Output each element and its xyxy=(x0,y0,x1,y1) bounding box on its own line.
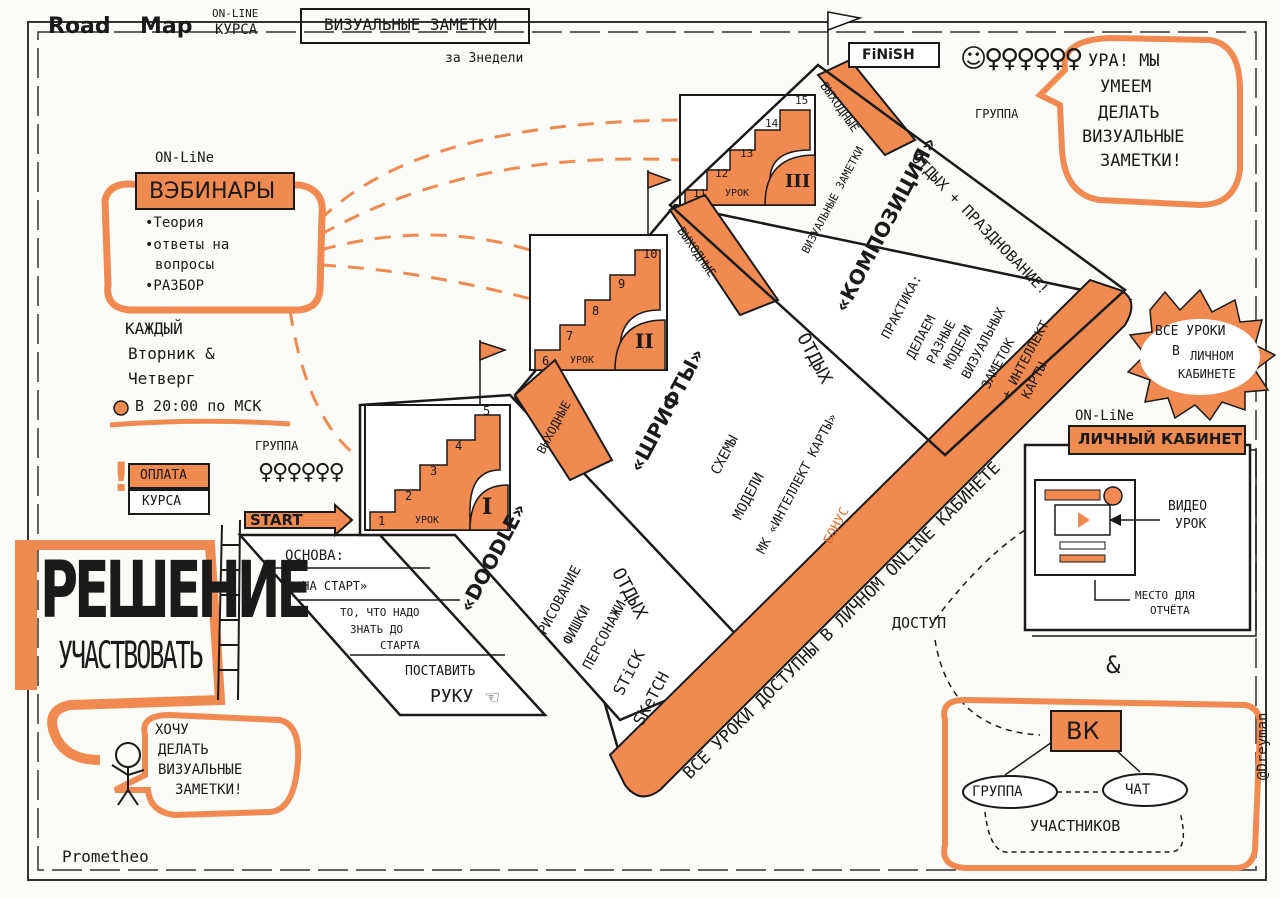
basis-item-3: ПОСТАВИТЬ xyxy=(405,664,476,679)
course-title-box: ВИЗУАЛЬНЫЕ ЗАМЕТКИ xyxy=(300,8,530,44)
video-label-2: УРОК xyxy=(1175,517,1207,532)
step-12: 12 xyxy=(715,167,729,180)
hand-icon: ☜ xyxy=(484,687,501,708)
step-7: 7 xyxy=(566,329,574,343)
vk-group: ГРУППА xyxy=(972,784,1023,800)
finish-group-label: ГРУППА xyxy=(975,107,1019,121)
cabinet-badge-2: В xyxy=(1172,344,1180,359)
finish-box: FiNiSH xyxy=(848,42,940,68)
webinar-item-2: •ответы на xyxy=(145,237,230,253)
group-people-icon: ♀♀♀♀♀♀ xyxy=(258,460,345,485)
video-label-1: ВИДЕО xyxy=(1168,499,1208,514)
mk-bonus-box: МК «ИНТЕЛЛЕКТ КАРТЫ» xyxy=(735,411,875,556)
decision-title: РЕШЕНИЕ xyxy=(40,546,312,637)
step-13: 13 xyxy=(740,147,754,160)
payment-line-1-box: ОПЛАТА xyxy=(128,463,210,489)
step-9: 9 xyxy=(618,277,626,291)
cabinet-badge-3: ЛИЧНОМ xyxy=(1190,349,1234,363)
step-3: 3 xyxy=(430,464,438,478)
person-speech-1: ХОЧУ xyxy=(155,722,189,738)
step-10: 10 xyxy=(643,247,658,261)
step-5: 5 xyxy=(483,404,491,418)
cabinet-title-box: ЛИЧНЫЙ КАБИНЕТ xyxy=(1068,425,1246,455)
online-label: ON-LINE xyxy=(212,7,259,20)
step-8: 8 xyxy=(592,304,600,318)
basis-item-2a: ТО, ЧТО НАДО xyxy=(340,606,420,619)
step-4: 4 xyxy=(455,439,463,453)
ampersand: & xyxy=(1106,651,1121,679)
person-speech-3: ВИЗУАЛЬНЫЕ xyxy=(158,762,243,778)
step-11: 11 xyxy=(693,187,707,200)
lesson-label-2: УРОК xyxy=(570,355,595,366)
schedule-line-2: Вторник & xyxy=(128,344,215,363)
lesson-label-1: УРОК xyxy=(415,515,440,526)
webinar-title: ВЭБИНАРЫ xyxy=(149,179,276,204)
webinar-item-3: вопросы xyxy=(155,257,215,273)
road-label: Road xyxy=(48,14,111,39)
payment-line-2-box: КУРСА xyxy=(128,489,210,515)
report-label-2: ОТЧЁТА xyxy=(1150,604,1190,617)
step-14: 14 xyxy=(765,117,779,130)
signature: @Dreyman xyxy=(1255,712,1271,780)
finish-label: FiNiSH xyxy=(862,47,915,63)
webinar-title-box: ВЭБИНАРЫ xyxy=(135,172,295,210)
week2-numeral: II xyxy=(635,329,654,353)
cabinet-online: ON-LiNe xyxy=(1075,408,1135,424)
finish-speech-5: ЗАМЕТКИ! xyxy=(1100,151,1182,171)
schedule-line-1: КАЖДЫЙ xyxy=(125,319,183,338)
step-15: 15 xyxy=(795,94,809,107)
basis-item-4: РУКУ xyxy=(430,686,474,707)
webinar-online: ON-LiNe xyxy=(155,150,215,166)
payment-line-1: ОПЛАТА xyxy=(140,468,187,483)
start-label: START xyxy=(250,511,303,529)
duration-label: за 3недели xyxy=(445,51,524,66)
basis-item-1: «НА СТАРТ» xyxy=(295,579,368,593)
schedule-line-3: Четверг xyxy=(128,369,196,388)
basis-item-2c: СТАРТА xyxy=(380,639,420,652)
decision-subtitle: УЧАСТВОВАТЬ xyxy=(58,633,204,677)
vk-box: ВК xyxy=(1050,710,1122,752)
basis-title: ОСНОВА: xyxy=(285,548,345,564)
week1-numeral: I xyxy=(482,494,493,520)
finish-speech-2: УМЕЕМ xyxy=(1100,77,1152,97)
lesson-label-3: УРОК xyxy=(725,188,750,199)
payment-line-2: КУРСА xyxy=(142,494,182,509)
person-speech-2: ДЕЛАТЬ xyxy=(158,742,209,758)
step-6: 6 xyxy=(542,354,550,368)
author-label: Prometheo xyxy=(62,847,149,866)
vk-members: УЧАСТНИКОВ xyxy=(1030,817,1121,835)
finish-speech-3: ДЕЛАТЬ xyxy=(1098,103,1160,123)
vk-title: ВК xyxy=(1066,717,1100,745)
cabinet-badge-4: КАБИНЕТЕ xyxy=(1178,367,1236,381)
kursa-label: КУРСА xyxy=(215,22,258,38)
webinar-item-4: •РАЗБОР xyxy=(145,278,205,294)
report-label-1: МЕСТО ДЛЯ xyxy=(1135,589,1195,602)
map-label: Map xyxy=(140,14,193,39)
schedule-time: В 20:00 по МСК xyxy=(135,397,262,415)
webinar-item-1: •Теория xyxy=(145,215,205,231)
basis-item-2b: ЗНАТЬ ДО xyxy=(350,623,403,636)
exclamation-icon: ! xyxy=(112,455,131,501)
week3-numeral: III xyxy=(785,171,811,192)
finish-group-icon: ☺♀♀♀♀♀♀ xyxy=(960,44,1083,74)
course-title: ВИЗУАЛЬНЫЕ ЗАМЕТКИ xyxy=(324,15,498,34)
vk-chat: ЧАТ xyxy=(1125,782,1151,798)
access-label: ДОСТУП xyxy=(892,614,947,632)
group-label: ГРУППА xyxy=(255,439,299,453)
finish-speech-4: ВИЗУАЛЬНЫЕ xyxy=(1082,127,1185,147)
person-speech-4: ЗАМЕТКИ! xyxy=(175,782,243,798)
cabinet-badge-1: ВСЕ УРОКИ xyxy=(1155,324,1226,339)
step-2: 2 xyxy=(405,489,413,503)
step-1: 1 xyxy=(378,514,386,528)
finish-speech-1: УРА! МЫ xyxy=(1088,51,1160,71)
cabinet-title: ЛИЧНЫЙ КАБИНЕТ xyxy=(1078,430,1242,448)
